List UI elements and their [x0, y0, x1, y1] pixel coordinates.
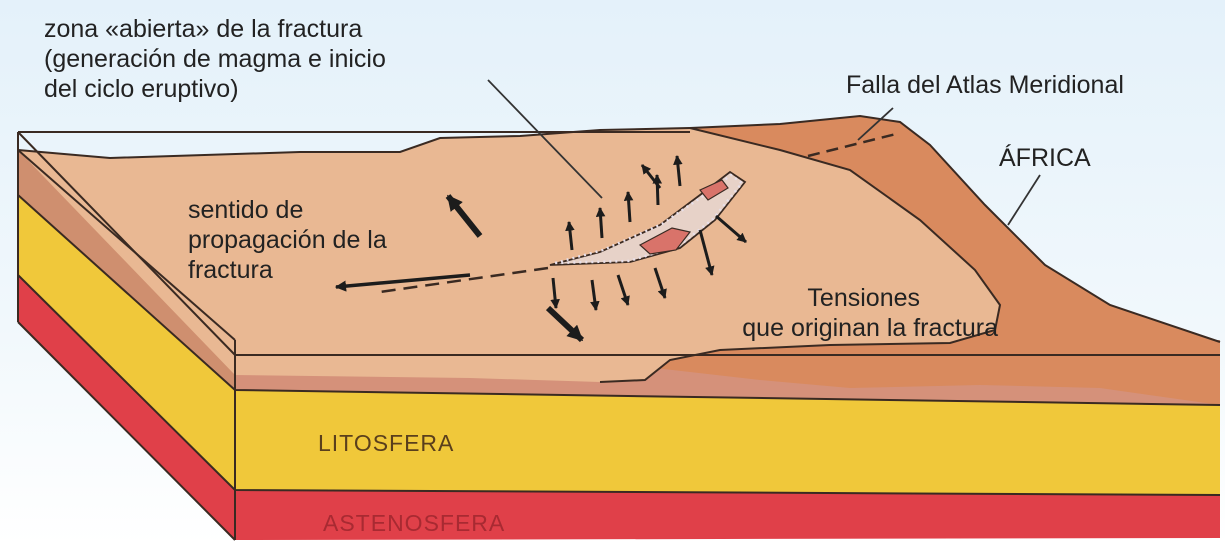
- tensions-line-2: que originan la fractura: [658, 313, 998, 343]
- propagation-label: sentido de propagación de la fractura: [188, 195, 387, 285]
- open-zone-label: zona «abierta» de la fractura (generació…: [44, 14, 386, 104]
- asthenosphere-label: ASTENOSFERA: [323, 508, 505, 538]
- lithosphere-label: LITOSFERA: [318, 428, 454, 458]
- propagation-line-2: propagación de la: [188, 225, 387, 255]
- tensions-line-1: Tensiones: [658, 283, 998, 313]
- tensions-label: Tensiones que originan la fractura: [658, 283, 998, 343]
- open-zone-line-1: zona «abierta» de la fractura: [44, 14, 386, 44]
- open-zone-line-3: del ciclo eruptivo): [44, 74, 386, 104]
- fault-label: Falla del Atlas Meridional: [846, 70, 1124, 100]
- africa-label: ÁFRICA: [999, 143, 1091, 173]
- propagation-line-3: fractura: [188, 255, 387, 285]
- open-zone-line-2: (generación de magma e inicio: [44, 44, 386, 74]
- propagation-line-1: sentido de: [188, 195, 387, 225]
